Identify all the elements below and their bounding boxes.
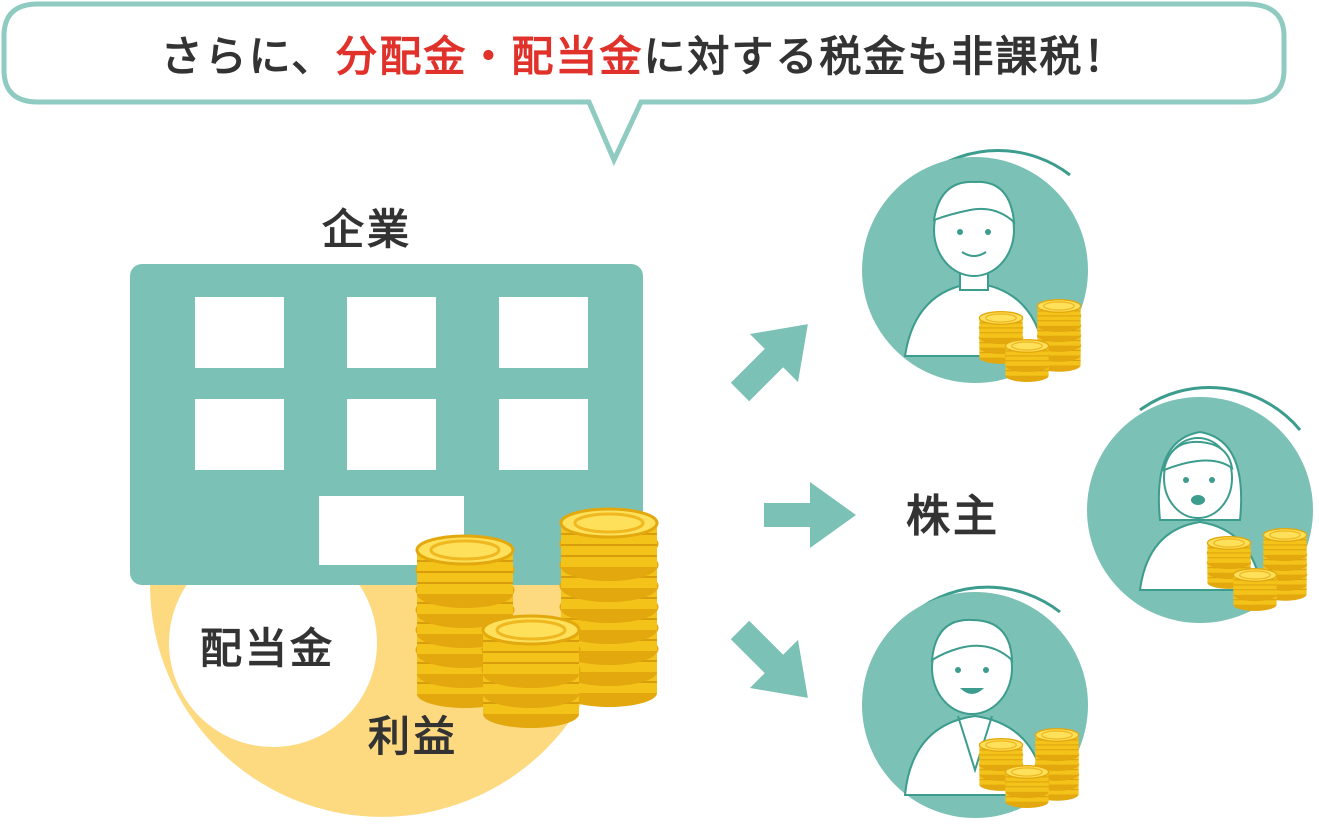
shareholder-label: 株主	[906, 491, 1000, 542]
shareholder-woman-icon	[1087, 386, 1313, 623]
profit-label: 利益	[368, 712, 459, 761]
dividend-label: 配当金	[200, 624, 336, 673]
shareholder-businessman-icon	[862, 585, 1088, 818]
headline: さらに、分配金・配当金に対する税金も非課税！	[4, 4, 1284, 102]
dividend-circle	[169, 539, 377, 747]
arrow-right-icon	[764, 482, 856, 548]
company-building-icon	[130, 264, 643, 585]
arrow-down-right-icon	[730, 620, 808, 698]
shareholder-man-icon	[862, 148, 1088, 383]
company-label: 企業	[322, 205, 413, 254]
headline-suffix: に対する税金も非課税！	[643, 31, 1128, 81]
headline-highlight: 分配金・配当金	[335, 31, 644, 81]
arrow-up-right-icon	[730, 324, 808, 402]
speech-bubble	[1, 1, 1287, 167]
headline-prefix: さらに、	[160, 31, 336, 81]
